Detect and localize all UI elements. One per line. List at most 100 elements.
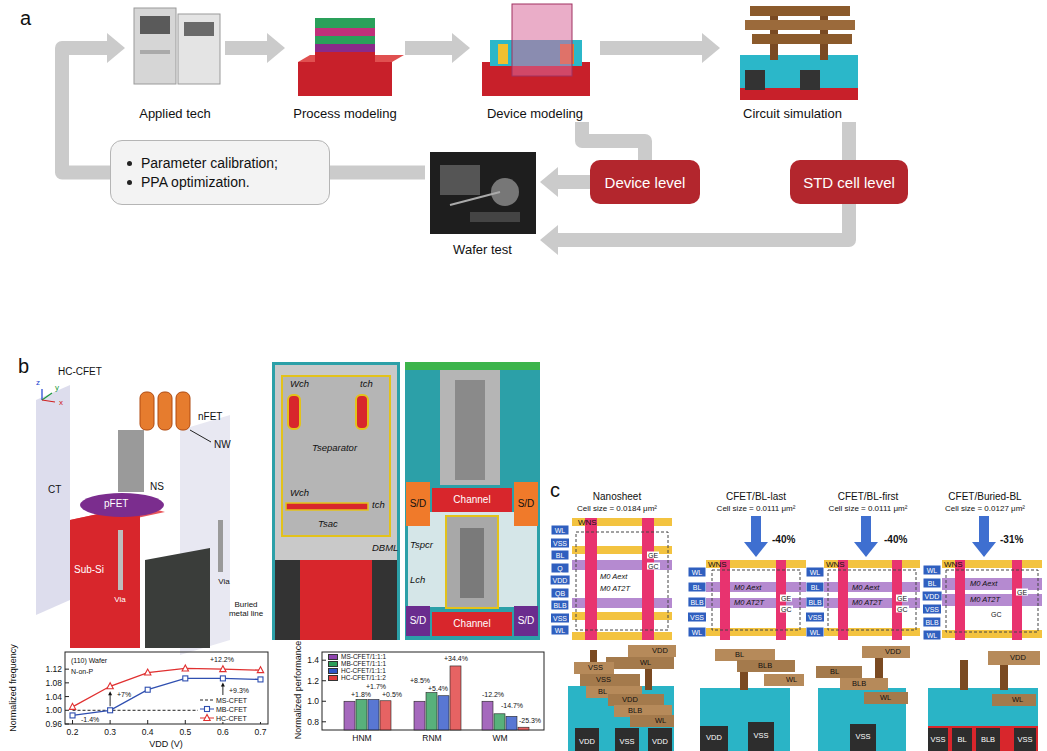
art-rect bbox=[745, 70, 765, 90]
art-line bbox=[450, 192, 500, 205]
art-line bbox=[190, 430, 211, 442]
bar bbox=[518, 727, 529, 730]
cell-size: Cell size = 0.0127 μm² bbox=[945, 505, 1025, 513]
metal-label: M0 Aext bbox=[970, 580, 997, 588]
bar bbox=[482, 701, 493, 730]
arrow-shaft bbox=[557, 204, 849, 240]
art-rect bbox=[928, 728, 948, 751]
stage-label: Device level bbox=[605, 174, 686, 191]
tick bbox=[147, 720, 148, 724]
art-rect bbox=[440, 165, 480, 195]
metal-label: M0 Aext bbox=[600, 573, 627, 581]
bar bbox=[494, 714, 505, 730]
tick bbox=[185, 720, 186, 724]
arrow-shaft bbox=[842, 122, 856, 160]
net-label: VSS bbox=[1017, 736, 1032, 744]
net-label: VDD bbox=[622, 696, 638, 704]
art-rect bbox=[446, 516, 498, 608]
dimension-label: Wch bbox=[290, 488, 309, 498]
art-rect bbox=[648, 728, 672, 751]
art-rect bbox=[585, 518, 597, 640]
cross-section-1 bbox=[272, 362, 400, 640]
art-polygon bbox=[145, 548, 210, 648]
arrow-shaft bbox=[330, 166, 425, 180]
triangle-marker bbox=[182, 665, 188, 671]
dimension-label: tch bbox=[372, 500, 385, 510]
art-rect bbox=[824, 560, 920, 568]
arrow-shaft bbox=[405, 41, 453, 55]
art-rect bbox=[946, 570, 1038, 632]
note-box: Parameter calibration;PPA optimization. bbox=[110, 140, 330, 205]
cross-section-2 bbox=[405, 362, 540, 640]
art-rect bbox=[608, 694, 664, 706]
art-rect bbox=[840, 678, 888, 690]
arrow-shaft bbox=[557, 175, 590, 189]
flow-arrow bbox=[225, 33, 285, 63]
art-polygon bbox=[972, 542, 996, 557]
annotation: +1.8% bbox=[350, 691, 372, 698]
part-label: S/D bbox=[518, 616, 535, 626]
applied-tech-photo bbox=[134, 8, 220, 84]
arrow-shaft bbox=[225, 41, 268, 55]
art-rect bbox=[960, 660, 968, 690]
tick bbox=[65, 696, 69, 697]
part-label: y bbox=[55, 384, 59, 392]
dimension-label: DBML bbox=[372, 543, 398, 553]
bullet-text: Parameter calibration; bbox=[141, 155, 278, 171]
caption-row: Applied tech bbox=[125, 104, 225, 122]
legend-text: MS-CFET/1:1:1 bbox=[341, 654, 386, 661]
art-rect bbox=[118, 430, 144, 492]
art-rect bbox=[568, 686, 674, 751]
part-label: WNS bbox=[944, 561, 963, 569]
net-label: BL bbox=[735, 651, 744, 659]
column-heading: Nanosheet bbox=[593, 492, 641, 502]
flow-arrow bbox=[330, 172, 425, 173]
hc-cfet-3d bbox=[36, 385, 230, 655]
reduction-percent: -40% bbox=[884, 535, 907, 545]
rail-label: VSS bbox=[551, 538, 569, 547]
art-rect bbox=[372, 560, 397, 640]
art-rect bbox=[992, 694, 1036, 706]
art-rect bbox=[861, 516, 871, 542]
column-heading: CFET/Buried-BL bbox=[948, 492, 1021, 502]
square-marker bbox=[145, 687, 150, 692]
art-rect bbox=[406, 482, 430, 526]
column-heading: CFET/BL-first bbox=[838, 492, 899, 502]
image-caption: Process modeling bbox=[293, 106, 396, 121]
tick bbox=[72, 720, 73, 724]
part-label: x bbox=[59, 399, 63, 407]
gain-arrowhead bbox=[221, 682, 225, 686]
rail-label: WL bbox=[924, 566, 941, 575]
part-label: S/D bbox=[518, 499, 535, 509]
flow-arrow bbox=[540, 167, 590, 197]
dimension-label: Lch bbox=[410, 575, 425, 585]
art-rect bbox=[514, 606, 538, 636]
net-label: BLB bbox=[852, 680, 866, 688]
art-rect bbox=[432, 612, 512, 636]
art-rect bbox=[979, 516, 989, 542]
art-rect bbox=[862, 646, 910, 658]
tick bbox=[65, 724, 69, 725]
mb-cfet-line bbox=[73, 678, 261, 715]
part-label: Sub-Si bbox=[74, 565, 104, 575]
tick bbox=[322, 680, 326, 681]
image-node: Applied tech bbox=[125, 4, 225, 122]
tick bbox=[65, 669, 69, 670]
tick-label: WM bbox=[492, 734, 507, 743]
net-label: VSS bbox=[930, 736, 945, 744]
dimension-label: Tsac bbox=[318, 519, 338, 529]
gate-label: GE bbox=[1016, 589, 1028, 596]
art-rect bbox=[737, 660, 795, 672]
art-rect bbox=[1000, 664, 1008, 690]
rail-label: WL bbox=[552, 626, 569, 635]
rail-label: BLB bbox=[806, 598, 823, 607]
art-rect bbox=[272, 362, 400, 640]
axis-title: Normalized frequency bbox=[9, 644, 18, 732]
net-label: VSS bbox=[596, 676, 611, 684]
bar bbox=[344, 701, 355, 730]
part-label: WNS bbox=[826, 561, 845, 569]
art-polygon bbox=[36, 385, 70, 615]
tick-label: 0.8 bbox=[307, 718, 319, 727]
net-label: VSS bbox=[855, 733, 870, 741]
tick bbox=[322, 701, 326, 702]
